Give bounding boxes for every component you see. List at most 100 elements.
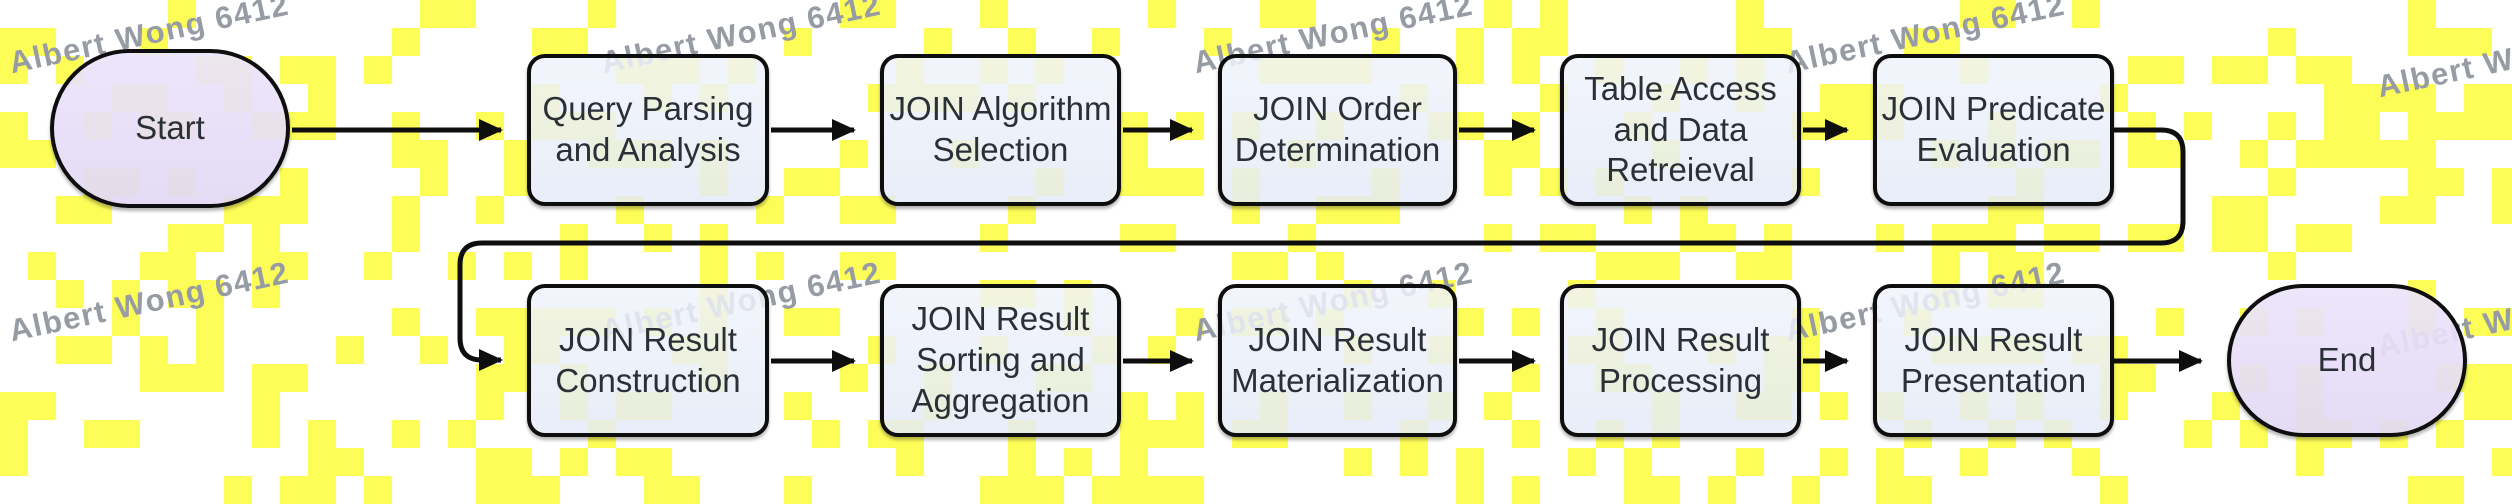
node-table-access-and-data-retreieval: Table Access and Data Retreieval [1560, 54, 1801, 206]
pattern-cell [1120, 448, 1148, 476]
pattern-cell [1120, 168, 1148, 196]
pattern-cell [812, 168, 840, 196]
pattern-cell [840, 140, 868, 168]
pattern-cell [252, 364, 280, 392]
pattern-cell [1400, 448, 1428, 476]
pattern-cell [1820, 84, 1848, 112]
pattern-cell [280, 168, 308, 196]
pattern-cell [0, 112, 28, 140]
pattern-cell [1064, 448, 1092, 476]
pattern-cell [2464, 392, 2492, 420]
pattern-cell [2212, 196, 2240, 224]
pattern-cell [2436, 168, 2464, 196]
pattern-cell [56, 336, 84, 364]
pattern-cell [2324, 224, 2352, 252]
pattern-cell [56, 280, 84, 308]
pattern-cell [1820, 448, 1848, 476]
pattern-cell [308, 420, 336, 448]
pattern-cell [700, 224, 728, 252]
pattern-cell [1260, 0, 1288, 28]
pattern-cell [1344, 448, 1372, 476]
pattern-cell [1232, 252, 1260, 280]
pattern-cell [0, 56, 28, 84]
pattern-cell [420, 0, 448, 28]
pattern-cell [2380, 196, 2408, 224]
pattern-cell [196, 308, 224, 336]
pattern-cell [1484, 140, 1512, 168]
pattern-cell [0, 28, 28, 56]
pattern-cell [2156, 56, 2184, 84]
pattern-cell [28, 392, 56, 420]
pattern-cell [1848, 112, 1876, 140]
pattern-cell [112, 308, 140, 336]
pattern-cell [392, 28, 420, 56]
pattern-cell [2352, 112, 2380, 140]
pattern-cell [840, 196, 868, 224]
pattern-cell [1764, 252, 1792, 280]
pattern-cell [1008, 448, 1036, 476]
pattern-cell [2268, 112, 2296, 140]
pattern-cell [2408, 112, 2436, 140]
pattern-cell [112, 280, 140, 308]
pattern-cell [1904, 28, 1932, 56]
pattern-cell [1736, 0, 1764, 28]
pattern-cell [2128, 364, 2156, 392]
connector-arrow [457, 127, 2186, 371]
pattern-cell [2156, 140, 2184, 168]
pattern-cell [280, 252, 308, 280]
pattern-cell [1512, 420, 1540, 448]
pattern-cell [2352, 84, 2380, 112]
pattern-cell [28, 28, 56, 56]
pattern-cell [2212, 224, 2240, 252]
pattern-cell [2352, 140, 2380, 168]
pattern-cell [2296, 140, 2324, 168]
pattern-cell [2240, 140, 2268, 168]
pattern-cell [308, 112, 336, 140]
pattern-cell [2128, 140, 2156, 168]
node-start: Start [50, 49, 290, 208]
pattern-cell [2296, 56, 2324, 84]
pattern-cell [1260, 252, 1288, 280]
pattern-cell [140, 252, 168, 280]
node-join-predicate-evaluation: JOIN Predicate Evaluation [1873, 54, 2114, 206]
pattern-cell [2128, 224, 2156, 252]
node-join-result-materialization: JOIN Result Materialization [1218, 284, 1457, 437]
pattern-cell [784, 392, 812, 420]
pattern-cell [336, 448, 364, 476]
pattern-cell [2492, 196, 2512, 224]
pattern-cell [2492, 168, 2512, 196]
pattern-cell [168, 280, 196, 308]
pattern-cell [2072, 0, 2100, 28]
pattern-cell [1120, 140, 1148, 168]
pattern-cell [420, 168, 448, 196]
pattern-cell [1176, 420, 1204, 448]
pattern-cell [1764, 224, 1792, 252]
pattern-cell [1596, 252, 1624, 280]
pattern-cell [2492, 364, 2512, 392]
pattern-cell [1540, 224, 1568, 252]
pattern-cell [840, 0, 868, 28]
pattern-cell [2016, 252, 2044, 280]
pattern-cell [308, 84, 336, 112]
pattern-cell [1624, 252, 1652, 280]
pattern-cell [2380, 140, 2408, 168]
pattern-cell [1456, 448, 1484, 476]
pattern-cell [392, 308, 420, 336]
pattern-cell [1932, 224, 1960, 252]
pattern-cell [2184, 112, 2212, 140]
pattern-cell [2464, 84, 2492, 112]
pattern-cell [1988, 252, 2016, 280]
pattern-cell [2156, 308, 2184, 336]
pattern-cell [2436, 28, 2464, 56]
pattern-cell [784, 28, 812, 56]
pattern-cell [616, 448, 644, 476]
pattern-cell [56, 196, 84, 224]
pattern-cell [1456, 308, 1484, 336]
pattern-cell [392, 224, 420, 252]
pattern-cell [336, 336, 364, 364]
pattern-cell [2492, 112, 2512, 140]
pattern-cell [196, 280, 224, 308]
pattern-cell [1764, 28, 1792, 56]
pattern-cell [448, 420, 476, 448]
pattern-cell [1484, 392, 1512, 420]
